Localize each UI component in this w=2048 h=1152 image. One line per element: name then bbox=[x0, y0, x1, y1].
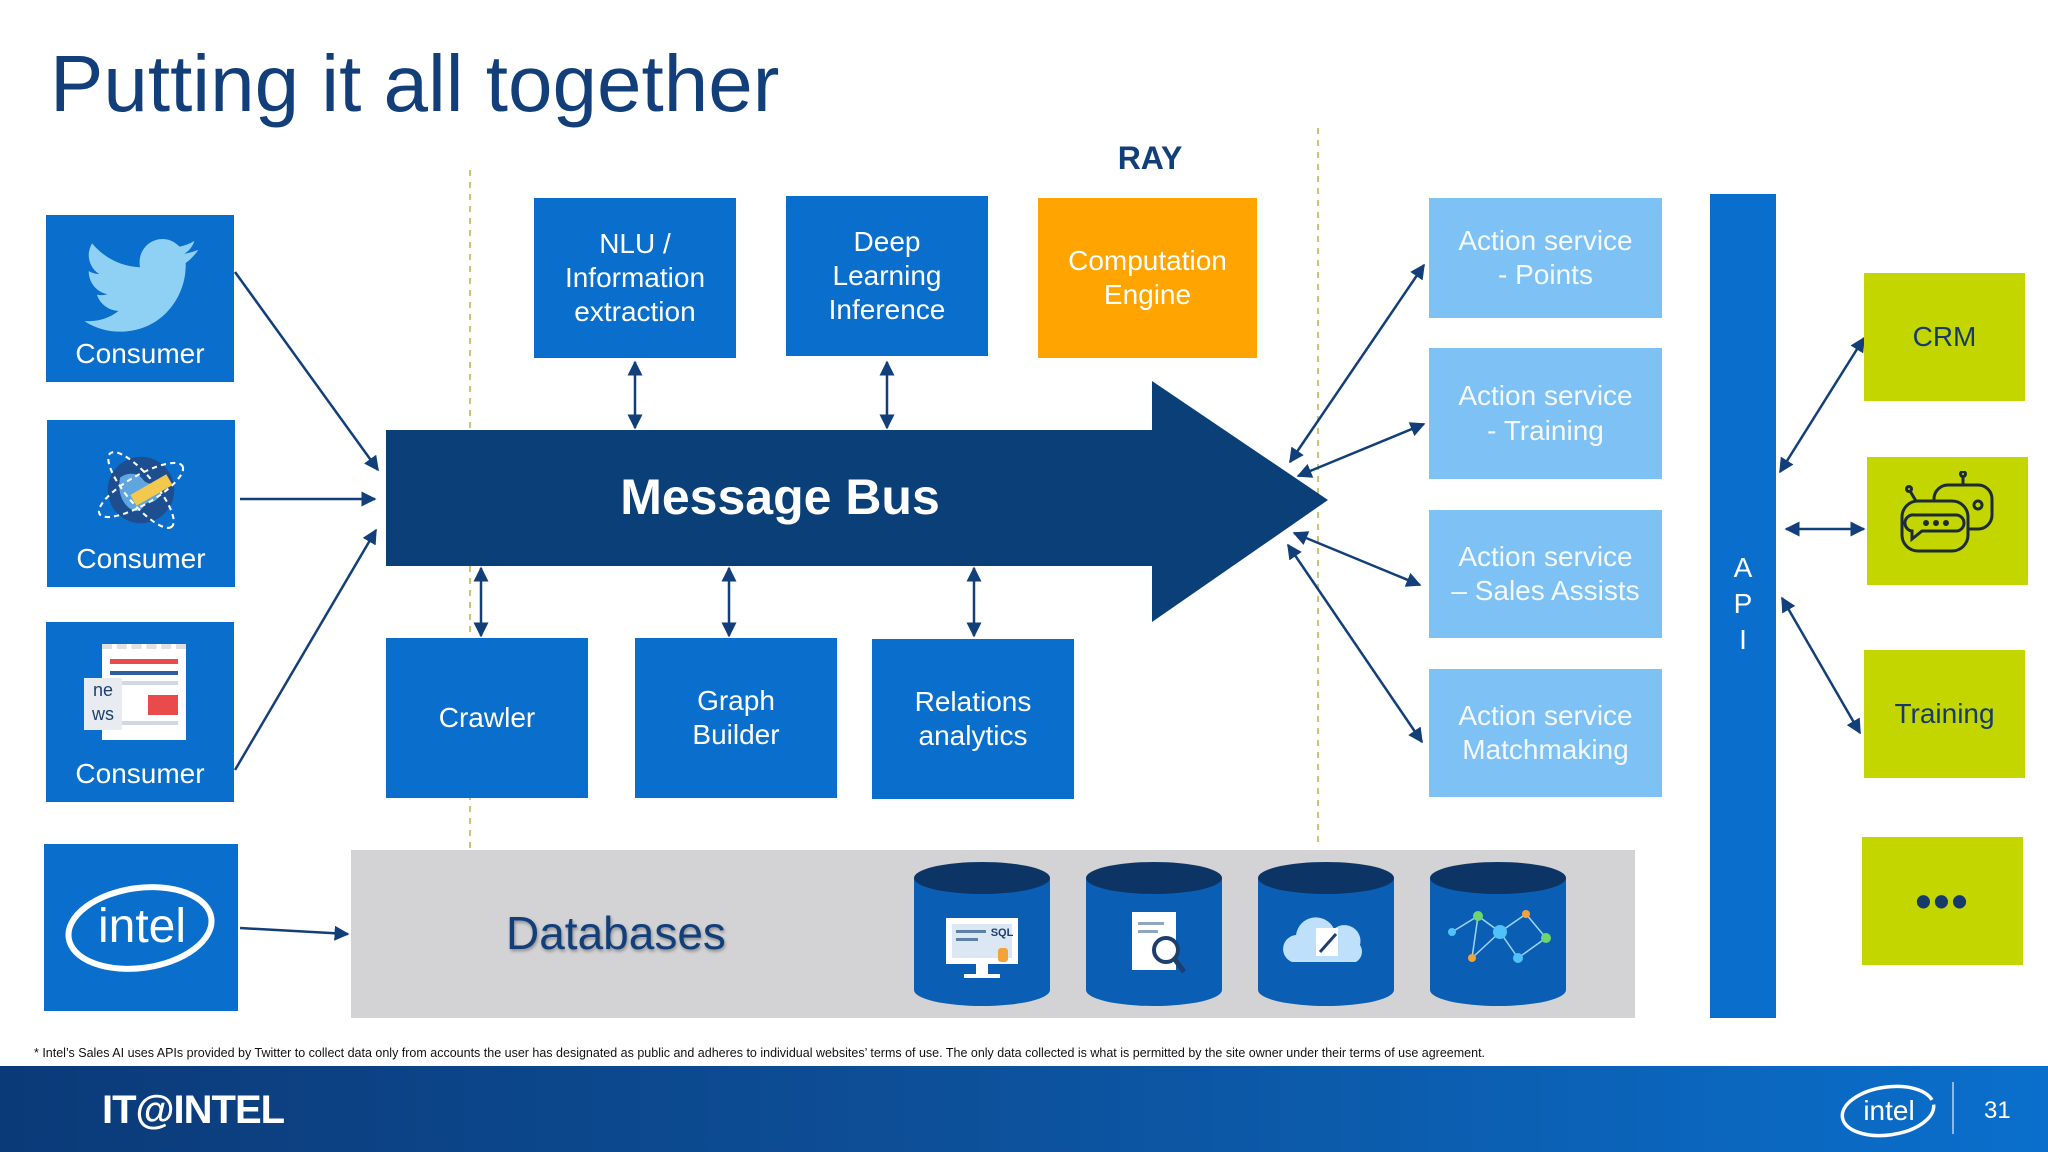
arrow-bus-training bbox=[1296, 422, 1426, 478]
intel-logo: intel bbox=[65, 884, 215, 972]
arrow-api-crm bbox=[1778, 336, 1866, 474]
page-number: 31 bbox=[1984, 1097, 2011, 1124]
source-news: ne ws Consumer bbox=[46, 622, 234, 802]
footer-intel-logo: intel bbox=[1840, 1084, 1936, 1138]
arrow-news-to-bus bbox=[233, 528, 378, 771]
footnote: * Intel’s Sales AI uses APIs provided by… bbox=[34, 1046, 1486, 1060]
databases-label: Databases bbox=[506, 907, 726, 959]
arrow-bus-sales bbox=[1292, 531, 1422, 587]
action-service-sales-assists: Action service – Sales Assists bbox=[1429, 510, 1662, 638]
svg-text:intel: intel bbox=[1863, 1095, 1914, 1126]
footer-bar bbox=[0, 1066, 2048, 1152]
endpoint-more: ••• bbox=[1862, 837, 2023, 965]
service-graph-builder: Graph Builder bbox=[635, 638, 837, 798]
service-nlu: NLU / Information extraction bbox=[534, 198, 736, 358]
network-graph-icon bbox=[1430, 862, 1566, 1006]
source-twitter-label: Consumer bbox=[75, 338, 205, 369]
arrow-twitter-to-bus bbox=[233, 271, 380, 472]
arrow-api-training bbox=[1780, 596, 1862, 735]
chatbot-icon bbox=[1900, 471, 1993, 553]
news-tag: ne ws bbox=[84, 678, 122, 730]
footer-separator bbox=[1952, 1082, 1954, 1134]
globe-www-icon bbox=[97, 451, 185, 529]
endpoint-crm: CRM bbox=[1864, 273, 2025, 401]
action-service-matchmaking: Action service Matchmaking bbox=[1429, 669, 1662, 797]
ray-label: RAY bbox=[1117, 140, 1183, 176]
source-web: Consumer bbox=[47, 420, 235, 587]
svg-text:SQL: SQL bbox=[991, 927, 1014, 939]
source-web-label: Consumer bbox=[76, 543, 206, 574]
sql-monitor-icon: SQL bbox=[914, 862, 1050, 1006]
message-bus-label: Message Bus bbox=[620, 469, 940, 525]
svg-text:intel: intel bbox=[98, 900, 186, 953]
action-service-points: Action service - Points bbox=[1429, 198, 1662, 318]
api-bar bbox=[1710, 194, 1776, 1018]
message-bus-arrow bbox=[386, 381, 1328, 622]
twitter-bird-icon bbox=[84, 239, 198, 332]
service-crawler: Crawler bbox=[386, 638, 588, 798]
cloud-document-icon bbox=[1258, 862, 1394, 1006]
service-computation-engine: Computation Engine bbox=[1038, 198, 1257, 358]
document-search-icon bbox=[1086, 862, 1222, 1006]
arrow-bus-matchmaking bbox=[1286, 543, 1424, 744]
endpoint-training: Training bbox=[1864, 650, 2025, 778]
arrow-intel-to-db bbox=[239, 925, 350, 941]
source-twitter: Consumer bbox=[46, 215, 234, 382]
page-title: Putting it all together bbox=[50, 39, 780, 128]
it-at-intel-logo: IT@INTEL bbox=[102, 1088, 285, 1132]
api-label: A P I bbox=[1733, 552, 1753, 655]
action-service-training: Action service - Training bbox=[1429, 348, 1662, 479]
endpoint-chatbot bbox=[1867, 457, 2028, 585]
source-intel: intel bbox=[44, 844, 238, 1011]
service-deep-learning: Deep Learning Inference bbox=[786, 196, 988, 356]
service-relations-analytics: Relations analytics bbox=[872, 639, 1074, 799]
source-news-label: Consumer bbox=[75, 758, 205, 789]
